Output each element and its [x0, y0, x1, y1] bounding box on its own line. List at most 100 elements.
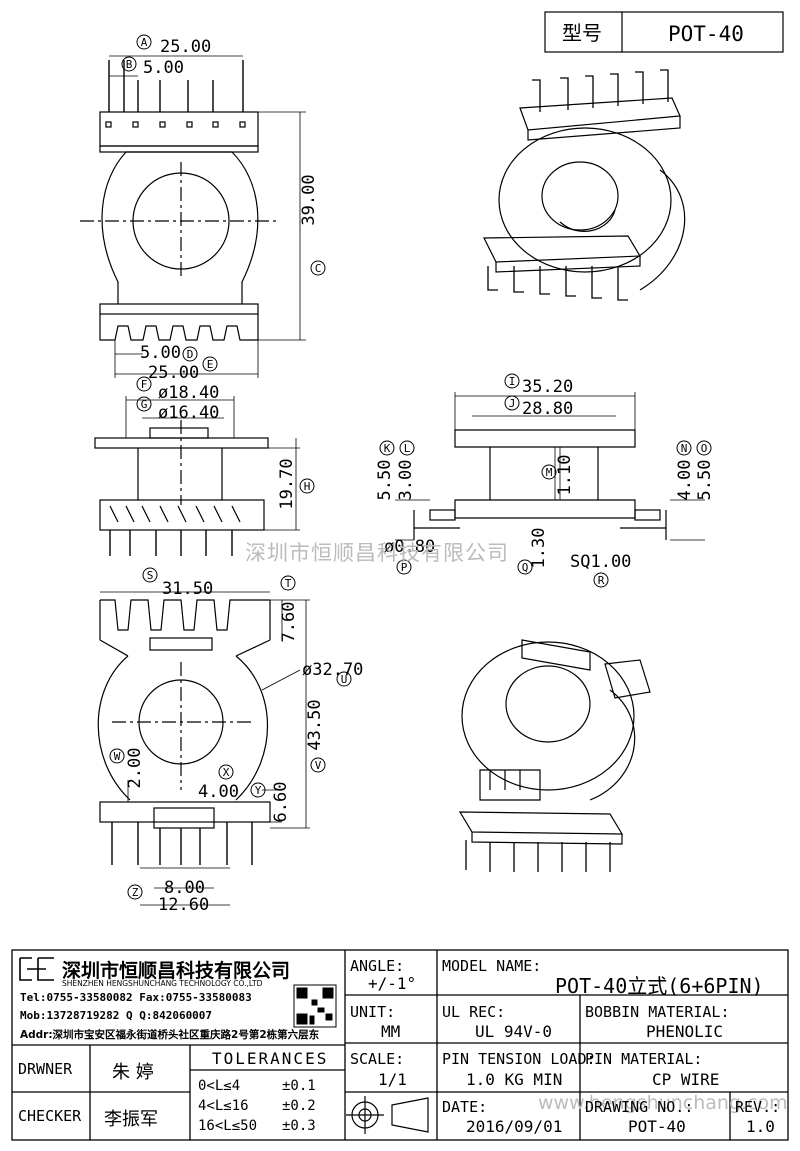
scale-label: SCALE:	[350, 1050, 405, 1068]
dim-g: ø16.40	[158, 403, 219, 423]
callout-e: E	[207, 358, 214, 371]
dim-f: ø18.40	[158, 383, 219, 403]
callout-r: R	[598, 574, 605, 587]
dim-c: 39.00	[299, 174, 319, 225]
tolerances-label: TOLERANCES	[212, 1049, 329, 1068]
tolerance-value-1: ±0.1	[282, 1078, 316, 1094]
front-view	[94, 396, 300, 556]
callout-a: A	[141, 36, 148, 49]
callout-y: Y	[255, 784, 262, 797]
callout-circles	[109, 34, 712, 900]
model-name-value: POT-40立式(6+6PIN)	[555, 974, 764, 998]
model-name-label: MODEL NAME:	[442, 957, 542, 975]
model-header-value: POT-40	[668, 22, 744, 46]
bobbin-material-value: PHENOLIC	[646, 1022, 724, 1041]
dim-k: 5.50	[375, 460, 395, 501]
watermark-url: www.hengshunchang.com	[538, 1092, 788, 1114]
checker-label: CHECKER	[18, 1107, 82, 1125]
dim-u: ø32.70	[302, 660, 363, 680]
dim-b: 5.00	[143, 58, 184, 78]
callout-w: W	[114, 750, 121, 763]
callout-j: J	[509, 397, 516, 410]
callout-s: S	[147, 569, 154, 582]
tolerance-range-2: 4<L≤16	[198, 1098, 249, 1114]
callout-h: H	[304, 480, 311, 493]
dim-q: 1.30	[529, 528, 549, 569]
callout-c: C	[315, 262, 322, 275]
dim-y: 6.60	[271, 782, 291, 823]
dim-o: 5.50	[695, 460, 715, 501]
company-address: Addr:深圳市宝安区福永街道桥头社区重庆路2号第2栋第六层东	[20, 1029, 320, 1041]
bobbin-material-label: BOBBIN MATERIAL:	[585, 1003, 730, 1021]
angle-value: +/-1°	[368, 974, 417, 993]
unit-label: UNIT:	[350, 1003, 396, 1021]
callout-t: T	[285, 577, 292, 590]
angle-label: ANGLE:	[350, 957, 405, 975]
pin-material-label: PIN MATERIAL:	[585, 1050, 703, 1068]
callout-o: O	[701, 442, 708, 455]
rev-label: REV.:	[735, 1098, 781, 1116]
pin-tension-value: 1.0 KG MIN	[466, 1070, 563, 1089]
callout-v: V	[315, 759, 322, 772]
model-header-label: 型号	[562, 21, 602, 45]
drawing-no-value: POT-40	[628, 1117, 686, 1136]
drawer-value: 朱 婷	[112, 1062, 154, 1083]
callout-q: Q	[522, 561, 529, 574]
drawer-label: DRWNER	[18, 1060, 73, 1078]
company-mob-qq: Mob:13728719282 Q Q:842060007	[20, 1009, 213, 1022]
top-view	[80, 55, 306, 378]
dim-z1: 8.00	[164, 878, 205, 898]
date-label: DATE:	[442, 1098, 488, 1116]
iso-view-bottom	[458, 639, 651, 872]
callout-p: P	[401, 561, 408, 574]
checker-value: 李振军	[104, 1109, 158, 1130]
callout-k: K	[384, 442, 391, 455]
dim-e: 25.00	[148, 363, 199, 383]
pin-holes	[105, 121, 246, 128]
scale-value: 1/1	[378, 1070, 407, 1089]
watermark-text: 深圳市恒顺昌科技有限公司	[245, 541, 509, 565]
model-header-box	[544, 11, 784, 53]
callout-g: G	[141, 398, 148, 411]
dim-j: 28.80	[522, 399, 573, 419]
callout-u: U	[341, 673, 348, 686]
pin-tension-label: PIN TENSION LOAD:	[442, 1050, 596, 1068]
company-tel-fax: Tel:0755-33580082 Fax:0755-33580083	[20, 991, 252, 1004]
company-logo	[19, 957, 54, 981]
callout-f: F	[141, 378, 148, 391]
bottom-view	[97, 591, 310, 906]
pin-material-value: CP WIRE	[652, 1070, 720, 1089]
tolerance-value-3: ±0.3	[282, 1118, 316, 1134]
rev-value: 1.0	[746, 1117, 775, 1136]
qr-code	[293, 984, 337, 1028]
callout-b: B	[126, 58, 133, 71]
dim-r: SQ1.00	[570, 552, 631, 572]
tolerance-range-3: 16<L≤50	[198, 1118, 258, 1134]
company-name-en: SHENZHEN HENGSHUNCHANG TECHNOLOGY CO.,LT…	[62, 979, 263, 988]
callout-l: L	[404, 442, 411, 455]
projection-symbol	[346, 1096, 429, 1134]
dim-v: 43.50	[305, 699, 325, 750]
dim-n: 4.00	[675, 460, 695, 501]
ul-rec-label: UL REC:	[442, 1003, 506, 1021]
dim-t: 7.60	[279, 602, 299, 643]
tolerance-range-1: 0<L≤4	[198, 1078, 241, 1094]
date-value: 2016/09/01	[466, 1117, 563, 1136]
callout-m: M	[546, 466, 553, 479]
dim-h: 19.70	[277, 458, 297, 509]
dim-a: 25.00	[160, 37, 211, 57]
title-block-grid	[11, 949, 789, 1141]
dim-d: 5.00	[140, 343, 181, 363]
dim-i: 35.20	[522, 377, 573, 397]
unit-value: MM	[381, 1022, 401, 1041]
dim-x: 4.00	[198, 782, 239, 802]
iso-view-top	[483, 69, 686, 301]
dim-m: 1.10	[555, 455, 575, 496]
callout-z: Z	[132, 886, 139, 899]
dim-w: 2.00	[125, 748, 145, 789]
dim-p: ø0.80	[384, 537, 435, 557]
tolerance-value-2: ±0.2	[282, 1098, 316, 1114]
dim-s: 31.50	[162, 579, 213, 599]
